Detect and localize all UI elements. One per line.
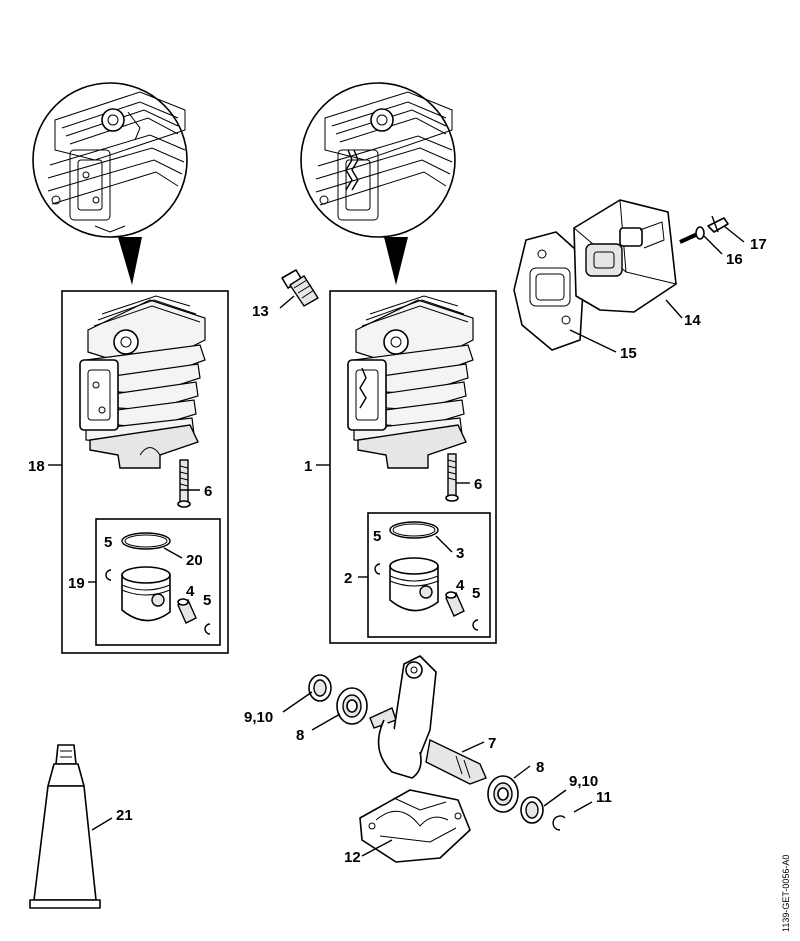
callout-16: 16 [726,251,743,268]
callout-labels: 18 1 6 6 5 20 19 4 5 5 3 2 4 5 13 14 15 … [28,236,767,866]
piston-ring-20 [121,532,171,550]
callout-19: 19 [68,575,85,592]
crankcase-12 [359,789,471,863]
cylinder-right [347,295,474,469]
muffler-14 [573,199,677,313]
document-id: 1139-GET-0056-A0 [781,854,791,932]
callout-18: 18 [28,458,45,475]
bearing-8-left [336,687,368,725]
seal-9-10-right [520,796,544,824]
detail-circle-left [32,82,188,238]
callout-15: 15 [620,345,637,362]
screw-16 [679,226,705,244]
callout-4-left: 4 [186,583,195,600]
callout-6-right: 6 [474,476,482,493]
callout-6-left: 6 [204,483,212,500]
group-box-1 [329,290,497,644]
bearing-8-right [487,775,519,813]
callout-3: 3 [456,545,464,562]
callout-21: 21 [116,807,133,824]
circlip-5-a [105,569,112,581]
callout-4-right: 4 [456,577,465,594]
grease-tube-21 [29,744,101,909]
callout-14: 14 [684,312,701,329]
bolt-6-right [445,453,459,502]
circlip-11 [552,815,566,831]
callout-1: 1 [304,458,312,475]
clip-17 [707,215,729,233]
callout-8-left: 8 [296,727,304,744]
bolt-6-left [177,459,191,508]
circlip-5-b [204,623,211,635]
callout-17: 17 [750,236,767,253]
callout-11: 11 [596,789,612,806]
callout-9-10-left: 9,10 [244,709,273,726]
callout-2: 2 [344,570,352,587]
gasket-15 [513,231,586,351]
group-box-18 [61,290,229,654]
piston-right [389,557,439,612]
callout-5-left-bottom: 5 [203,592,211,609]
circlip-5-c [374,563,381,575]
detail-circle-right [300,82,456,238]
callout-5-right-bottom: 5 [472,585,480,602]
piston-ring-3 [389,521,439,539]
callout-20: 20 [186,552,203,569]
group-box-2 [367,512,491,638]
circlip-5-d [472,619,479,631]
callout-5-left-top: 5 [104,534,112,551]
piston-left [121,566,171,622]
spark-plug-13 [281,269,319,307]
callout-8-right: 8 [536,759,544,776]
callout-13: 13 [252,303,269,320]
callout-9-10-right: 9,10 [569,773,598,790]
callout-7: 7 [488,735,496,752]
detail-pointer-right [384,237,408,285]
piston-pin-4-right [445,591,465,617]
leader-lines [48,225,745,857]
cylinder-left [79,295,206,469]
callout-12: 12 [344,849,361,866]
detail-pointer-left [118,237,142,285]
piston-pin-4-left [177,598,197,624]
crankshaft-7 [369,655,487,785]
seal-9-10-left [308,674,332,702]
callout-5-right-top: 5 [373,528,381,545]
